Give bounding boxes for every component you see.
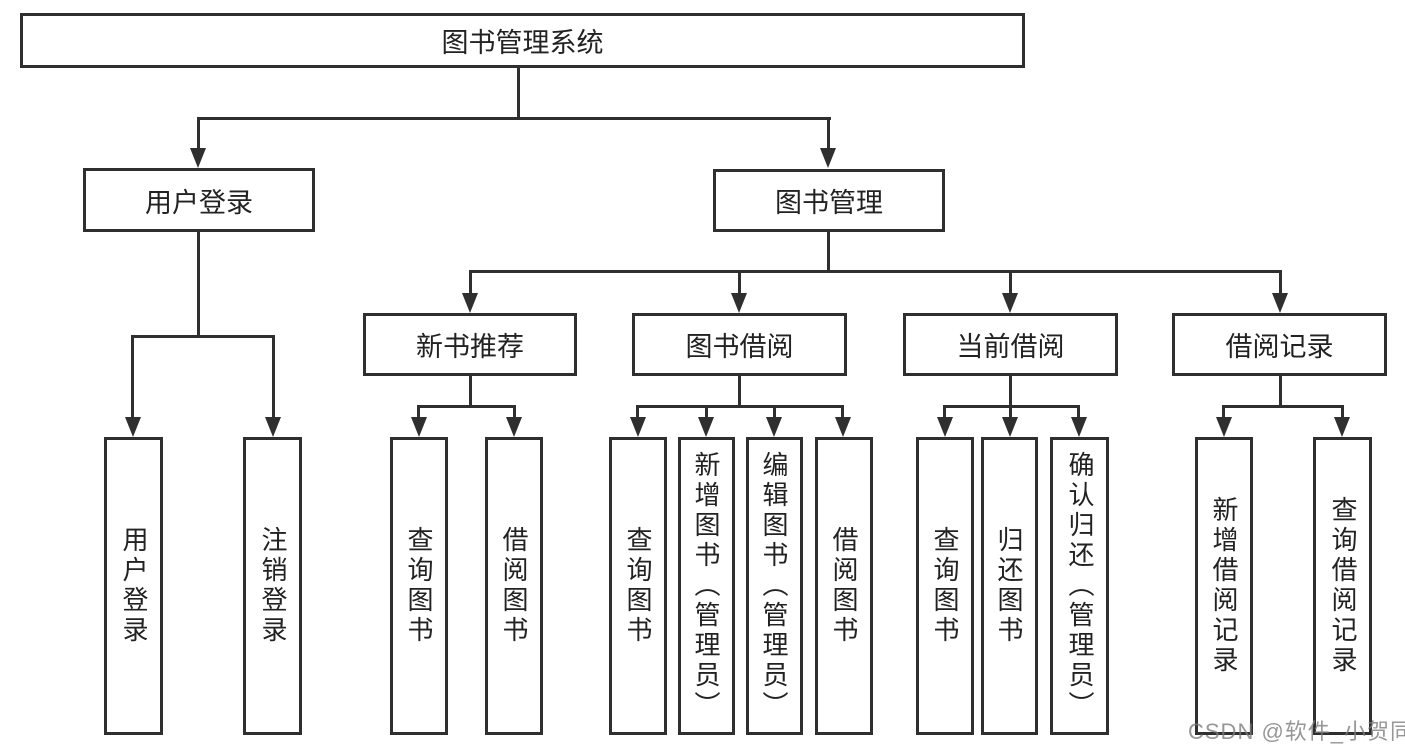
- connector-drop: [197, 117, 200, 151]
- leaf-borrow-book-recommend: 借阅图书: [485, 437, 543, 735]
- connector-stem: [469, 376, 472, 407]
- arrowhead: [506, 417, 522, 437]
- connector-drop: [417, 405, 420, 419]
- leaf-user-login: 用户登录: [104, 437, 163, 735]
- connector-rail: [636, 405, 844, 408]
- arrowhead: [462, 293, 478, 313]
- connector-user-rail: [131, 335, 275, 338]
- node-borrow-record: 借阅记录: [1172, 313, 1387, 376]
- node-user-login: 用户登录: [83, 168, 315, 232]
- connector-drop: [1222, 405, 1225, 419]
- connector-drop: [827, 117, 830, 151]
- connector-drop: [1279, 270, 1282, 294]
- connector-drop: [1009, 405, 1012, 419]
- connector-stem: [1279, 376, 1282, 407]
- arrowhead: [731, 293, 747, 313]
- arrowhead: [265, 417, 281, 437]
- connector-book-rail: [469, 270, 1282, 273]
- connector-drop: [705, 405, 708, 419]
- connector-drop: [131, 335, 134, 419]
- connector-drop: [1341, 405, 1344, 419]
- leaf-logout: 注销登录: [243, 437, 302, 735]
- leaf-edit-book-admin: 编辑图书（管理员）: [746, 437, 803, 735]
- leaf-add-borrow-record: 新增借阅记录: [1195, 437, 1253, 735]
- connector-drop: [272, 335, 275, 419]
- connector-root-stem: [517, 68, 520, 118]
- connector-rail: [1222, 405, 1343, 408]
- arrowhead: [1272, 293, 1288, 313]
- arrowhead: [411, 417, 427, 437]
- leaf-query-book-borrow: 查询图书: [609, 437, 667, 735]
- connector-stem: [738, 376, 741, 407]
- connector-drop: [841, 405, 844, 419]
- node-library-system: 图书管理系统: [20, 13, 1025, 68]
- connector-drop: [1009, 270, 1012, 294]
- connector-stem: [1009, 376, 1012, 407]
- connector-rail: [417, 405, 516, 408]
- node-current-borrow: 当前借阅: [903, 313, 1118, 376]
- arrowhead: [1216, 417, 1232, 437]
- node-new-book-recommend: 新书推荐: [363, 313, 577, 376]
- connector-drop: [469, 270, 472, 294]
- connector-drop: [738, 270, 741, 294]
- arrowhead: [190, 148, 206, 168]
- arrowhead: [630, 417, 646, 437]
- node-book-borrow: 图书借阅: [632, 313, 847, 376]
- arrowhead: [937, 417, 953, 437]
- arrowhead: [125, 417, 141, 437]
- arrowhead: [1071, 417, 1087, 437]
- arrowhead: [1002, 417, 1018, 437]
- arrowhead: [1334, 417, 1350, 437]
- arrowhead: [766, 417, 782, 437]
- connector-drop: [943, 405, 946, 419]
- connector-book-stem: [827, 232, 830, 273]
- leaf-add-book-admin: 新增图书（管理员）: [678, 437, 735, 735]
- watermark: CSDN @软件_小贺同学: [1188, 719, 1405, 744]
- connector-drop: [1077, 405, 1080, 419]
- leaf-query-borrow-record: 查询借阅记录: [1313, 437, 1372, 735]
- connector-drop: [636, 405, 639, 419]
- arrowhead: [820, 148, 836, 168]
- leaf-query-book-current: 查询图书: [916, 437, 974, 735]
- arrowhead: [698, 417, 714, 437]
- arrowhead: [1002, 293, 1018, 313]
- connector-root-rail: [197, 117, 831, 120]
- leaf-query-book-recommend: 查询图书: [390, 437, 448, 735]
- arrowhead: [835, 417, 851, 437]
- leaf-borrow-book: 借阅图书: [815, 437, 873, 735]
- connector-drop: [773, 405, 776, 419]
- connector-user-stem: [197, 232, 200, 338]
- connector-drop: [513, 405, 516, 419]
- leaf-return-book: 归还图书: [981, 437, 1038, 735]
- node-book-management: 图书管理: [713, 169, 945, 232]
- leaf-confirm-return-admin: 确认归还（管理员）: [1050, 437, 1109, 735]
